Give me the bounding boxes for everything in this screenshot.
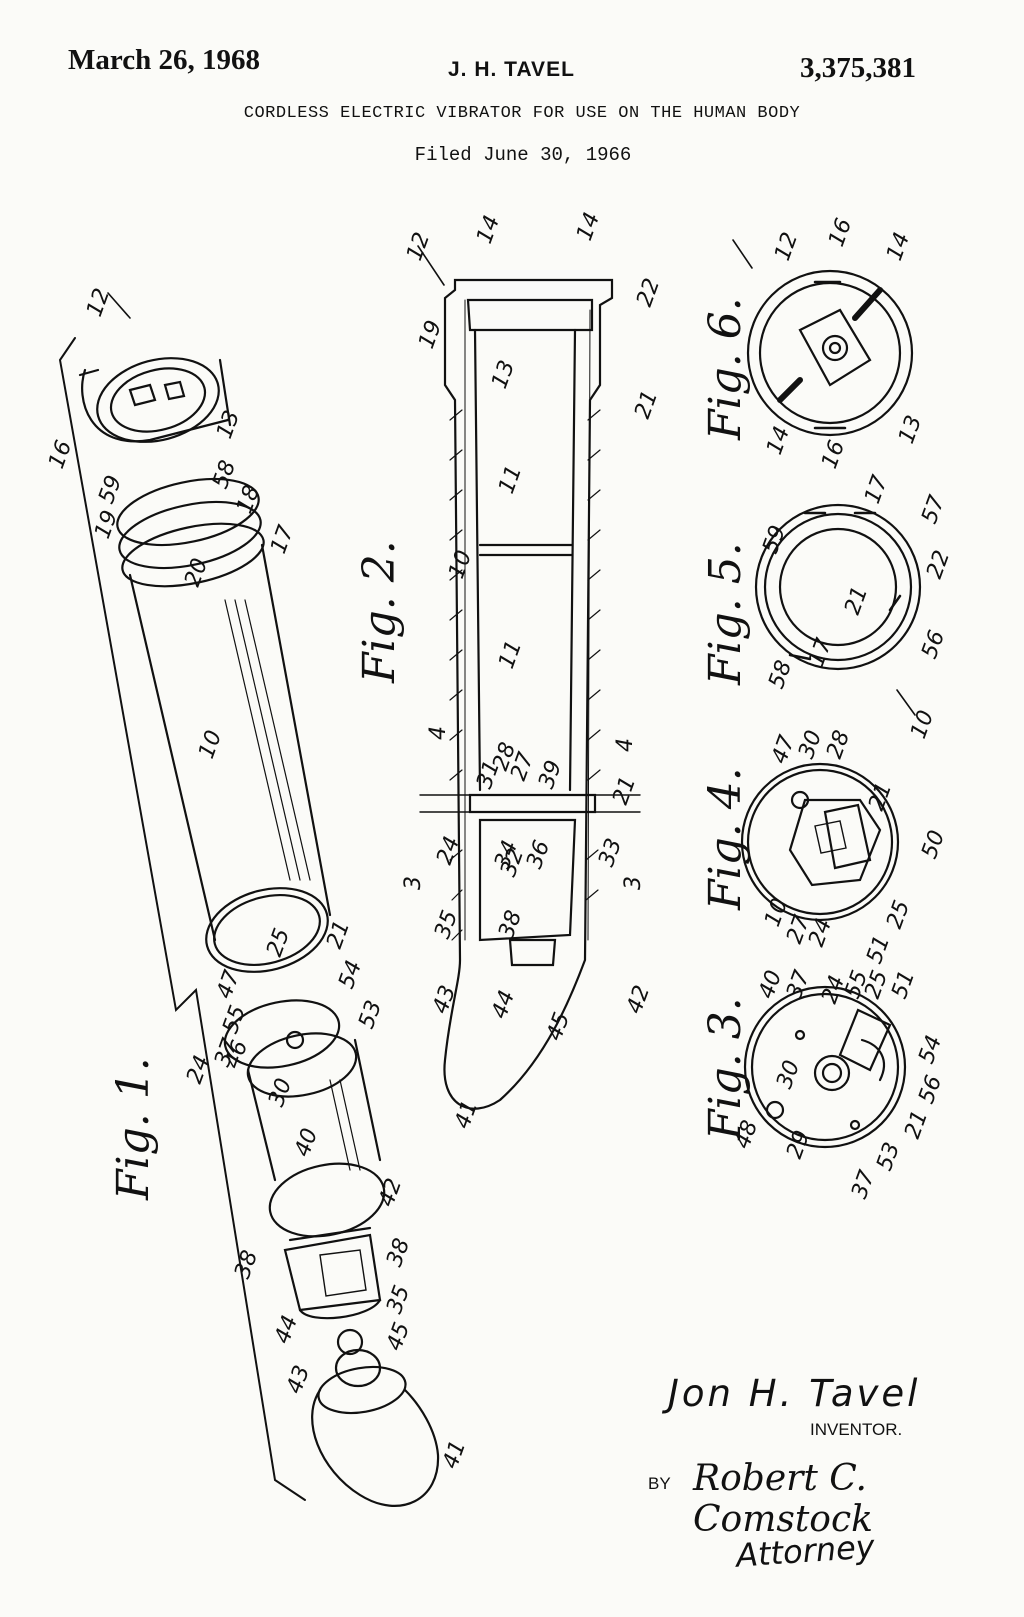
attorney-signature: Robert C. Comstock <box>693 1458 873 1540</box>
fig2-numeral: 14 <box>572 209 605 244</box>
fig1-numeral: 55 <box>218 1002 251 1037</box>
fig-5-label: Fig. 5. <box>700 542 751 686</box>
fig2-numeral: 35 <box>430 907 463 942</box>
fig1-numeral: 45 <box>382 1319 415 1354</box>
fig3-numeral: 51 <box>887 967 920 1002</box>
fig6-numeral: 14 <box>762 423 795 458</box>
fig1-numeral: 42 <box>374 1175 407 1210</box>
figure-4-cross-section <box>740 762 900 922</box>
fig3-numeral: 30 <box>772 1057 805 1092</box>
inventor-caption: INVENTOR. <box>810 1420 903 1439</box>
fig1-numeral: 41 <box>438 1437 471 1472</box>
fig2-numeral: 12 <box>402 229 435 264</box>
fig-1-label: Fig. 1. <box>108 1057 159 1201</box>
fig6-numeral: 16 <box>824 215 857 250</box>
fig2-numeral: 4 <box>426 726 451 740</box>
fig3-numeral: 21 <box>900 1107 933 1142</box>
inventor-name: J. H. TAVEL <box>448 58 575 81</box>
fig2-numeral: 44 <box>487 987 520 1022</box>
fig5-numeral: 21 <box>840 583 873 618</box>
fig4-numeral: 30 <box>794 727 827 762</box>
figure-5-cross-section <box>754 503 922 671</box>
fig2-numeral: 11 <box>494 637 527 672</box>
inventor-signature: Jon H. Tavel <box>668 1372 921 1415</box>
fig2-numeral: 14 <box>472 212 505 247</box>
fig2-numeral: 3 <box>621 876 646 890</box>
fig3-numeral: 53 <box>872 1139 905 1174</box>
fig2-numeral: 22 <box>632 275 665 310</box>
fig1-numeral: 38 <box>382 1235 415 1270</box>
fig-3-label: Fig. 3. <box>700 997 751 1141</box>
fig1-numeral: 47 <box>212 967 245 1002</box>
fig1-numeral: 13 <box>212 407 245 442</box>
patent-number: 3,375,381 <box>800 52 916 84</box>
fig2-numeral: 24 <box>432 833 465 868</box>
fig5-numeral: 58 <box>764 657 797 692</box>
fig2-numeral: 19 <box>414 317 447 352</box>
figure-1-exploded-view <box>58 337 440 1507</box>
fig-4-label: Fig. 4. <box>700 767 751 911</box>
fig2-numeral: 3 <box>401 876 426 890</box>
fig2-numeral: 21 <box>630 387 663 422</box>
fig3-numeral: 54 <box>914 1032 947 1067</box>
fig1-numeral: 17 <box>266 522 299 557</box>
fig3-numeral: 37 <box>847 1167 880 1202</box>
fig-2-label: Fig. 2. <box>354 540 405 684</box>
fig3-numeral: 56 <box>914 1072 947 1107</box>
patent-date: March 26, 1968 <box>68 44 260 76</box>
by-label: BY <box>648 1474 671 1493</box>
fig1-numeral: 54 <box>334 957 367 992</box>
fig3-numeral: 40 <box>754 967 787 1002</box>
fig6-numeral: 13 <box>894 412 927 447</box>
fig1-numeral: 16 <box>44 437 77 472</box>
fig2-numeral: 33 <box>594 835 627 870</box>
fig2-numeral: 13 <box>487 357 520 392</box>
fig1-numeral: 59 <box>94 472 127 507</box>
fig5-numeral: 57 <box>917 492 950 527</box>
fig1-numeral: 35 <box>382 1282 415 1317</box>
fig1-numeral: 58 <box>208 457 241 492</box>
fig1-numeral: 18 <box>232 482 265 517</box>
fig5-numeral: 17 <box>860 472 893 507</box>
fig1-numeral: 25 <box>262 925 295 960</box>
fig-6-label: Fig. 6. <box>700 297 751 441</box>
fig1-numeral: 53 <box>354 997 387 1032</box>
figure-6-cross-section <box>746 269 914 437</box>
fig2-numeral: 39 <box>534 757 567 792</box>
fig2-numeral: 11 <box>494 462 527 497</box>
figure-labels: Fig. 1. Fig. 2. Fig. 3. Fig. 4. Fig. 5. … <box>108 297 751 1201</box>
fig1-numeral: 40 <box>290 1125 323 1160</box>
fig2-numeral: 4 <box>613 738 638 752</box>
fig1-numeral: 19 <box>90 507 123 542</box>
fig5-numeral: 56 <box>917 627 950 662</box>
figure-3-cross-section <box>743 985 907 1149</box>
fig2-numeral: 45 <box>542 1009 575 1044</box>
fig5-numeral: 22 <box>922 547 955 582</box>
fig1-numeral: 44 <box>270 1312 303 1347</box>
fig1-numeral: 30 <box>264 1075 297 1110</box>
fig2-numeral: 21 <box>608 773 641 808</box>
fig4-numeral: 51 <box>862 932 895 967</box>
fig6-numeral: 14 <box>882 229 915 264</box>
fig4-numeral: 28 <box>822 727 855 762</box>
patent-title: CORDLESS ELECTRIC VIBRATOR FOR USE ON TH… <box>243 104 801 123</box>
fig1-numeral: 10 <box>194 727 227 762</box>
figure-2-section-view <box>419 278 641 1110</box>
fig2-numeral: 36 <box>522 837 555 872</box>
fig4-numeral: 50 <box>917 827 950 862</box>
filed-date: Filed June 30, 1966 <box>414 144 632 166</box>
fig1-numeral: 43 <box>282 1362 315 1397</box>
fig6-numeral: 16 <box>817 437 850 472</box>
fig2-numeral: 10 <box>444 547 477 582</box>
fig6-numeral: 12 <box>770 229 803 264</box>
fig1-numeral: 38 <box>230 1247 263 1282</box>
fig2-numeral: 42 <box>622 982 655 1017</box>
fig3-numeral: 29 <box>782 1127 815 1162</box>
fig4-numeral: 21 <box>864 779 897 814</box>
fig4-numeral: 25 <box>882 897 915 932</box>
fig5-numeral: 10 <box>906 707 939 742</box>
fig1-numeral: 12 <box>82 285 115 320</box>
